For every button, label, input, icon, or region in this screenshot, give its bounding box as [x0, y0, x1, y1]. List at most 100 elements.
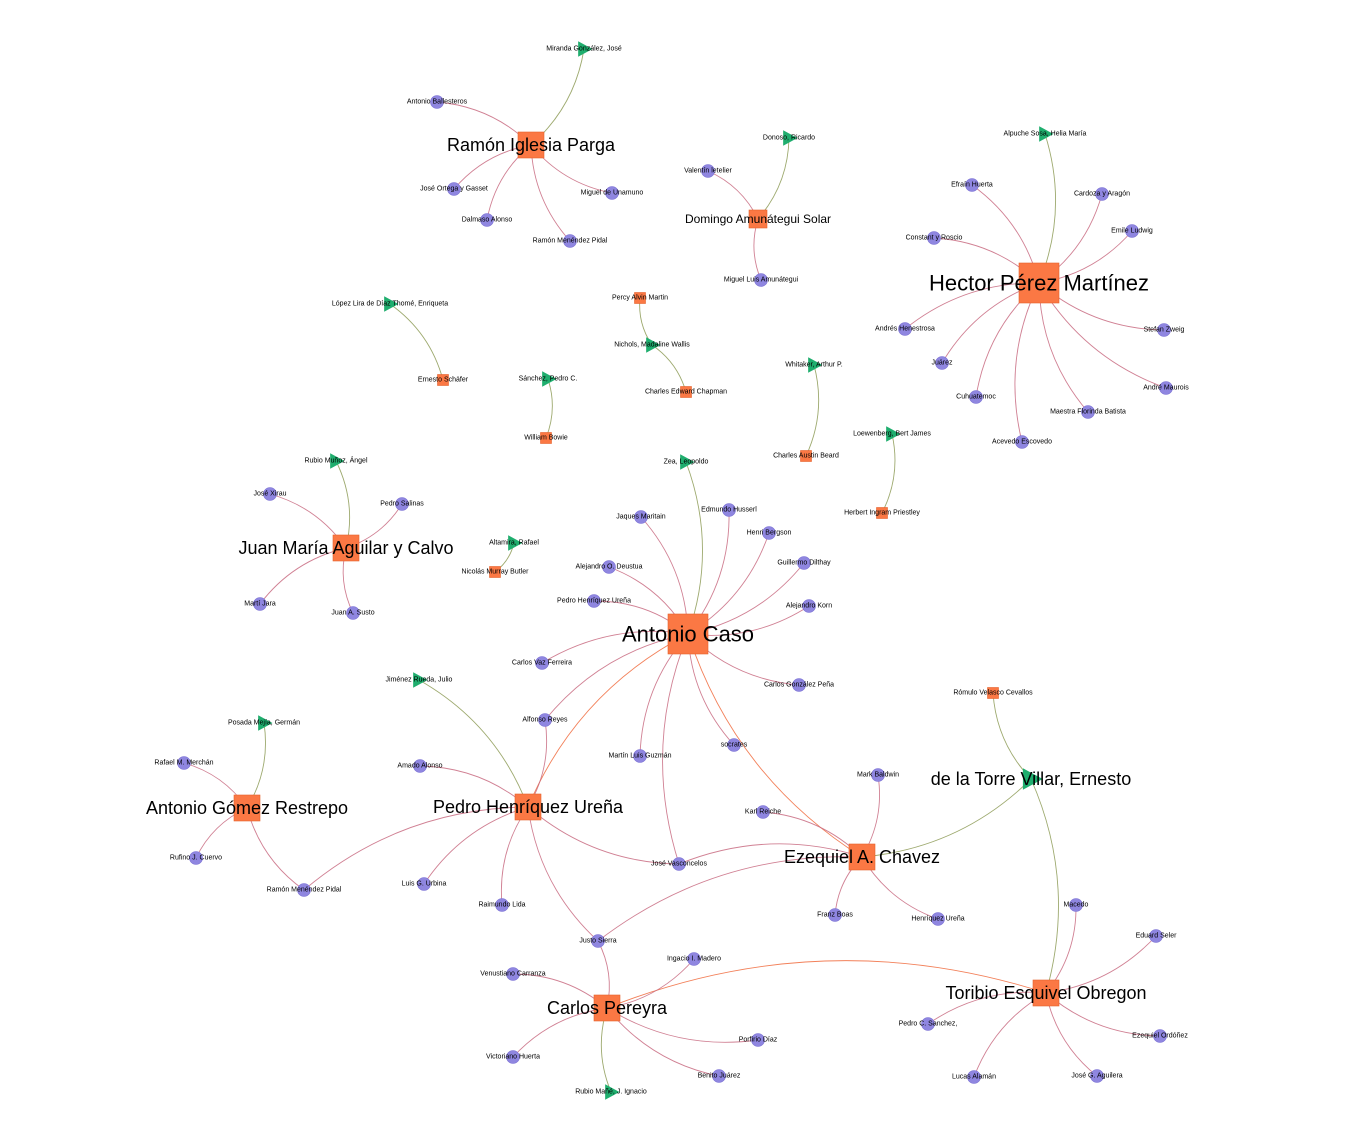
author-node-william-bowie[interactable] — [540, 432, 552, 444]
person-node-constant-y-roscio[interactable] — [927, 231, 941, 245]
person-node-martin-luis-guzman[interactable] — [633, 749, 647, 763]
node-label-acevedo-escovedo: Acevedo Escovedo — [992, 439, 1052, 446]
person-node-ramon-menendez-pidal[interactable] — [297, 883, 311, 897]
person-node-valentin-letelier[interactable] — [701, 164, 715, 178]
person-node-amado-alonso[interactable] — [413, 759, 427, 773]
author-node-ernesto-schafer[interactable] — [437, 374, 449, 386]
person-node-rufino-j-cuervo[interactable] — [189, 851, 203, 865]
person-node-eduard-seler[interactable] — [1149, 929, 1163, 943]
author-node-ramon-iglesia-parga[interactable] — [517, 131, 545, 159]
person-node-juarez[interactable] — [935, 356, 949, 370]
node-label-ingacio-i-madero: Ingacio I. Madero — [667, 956, 721, 963]
person-node-efrain-huerta[interactable] — [965, 178, 979, 192]
person-node-maestra-florinda-batista[interactable] — [1081, 405, 1095, 419]
translator-node-alpuche-sosa-helia-maria[interactable] — [1039, 126, 1054, 142]
translator-node-rubio-mane-j-ignacio[interactable] — [605, 1084, 620, 1100]
person-node-henriquez-urena[interactable] — [931, 912, 945, 926]
person-node-ezequiel-ordonez[interactable] — [1153, 1029, 1167, 1043]
person-node-victoriano-huerta[interactable] — [506, 1050, 520, 1064]
author-node-nicolas-murray-butler[interactable] — [489, 566, 501, 578]
edge-phu-p_jv — [527, 806, 680, 865]
person-node-rafael-m-merchan[interactable] — [177, 756, 191, 770]
author-node-herbert-ingram-priestley[interactable] — [876, 507, 888, 519]
person-node-jose-xirau[interactable] — [263, 487, 277, 501]
person-node-alejandro-o-deustua[interactable] — [602, 560, 616, 574]
person-node-justo-sierra[interactable] — [591, 934, 605, 948]
person-node-ramon-menendez-pidal[interactable] — [563, 234, 577, 248]
translator-node-nichols-madaline-wallis[interactable] — [646, 337, 661, 353]
author-node-antonio-caso[interactable] — [667, 613, 709, 655]
person-node-miguel-luis-amunategui[interactable] — [754, 273, 768, 287]
person-node-carlos-vaz-ferreira[interactable] — [535, 656, 549, 670]
author-node-charles-edward-chapman[interactable] — [680, 386, 692, 398]
translator-node-sanchez-pedro-c[interactable] — [542, 371, 557, 387]
person-node-acevedo-escovedo[interactable] — [1015, 435, 1029, 449]
person-node-jaques-maritain[interactable] — [634, 510, 648, 524]
edge-phu-p_lgu — [423, 806, 529, 885]
person-node-emile-ludwig[interactable] — [1125, 224, 1139, 238]
translator-node-altamira-rafael[interactable] — [508, 535, 523, 551]
author-node-antonio-gomez-restrepo[interactable] — [233, 794, 261, 822]
person-node-cardoza-y-aragon[interactable] — [1095, 187, 1109, 201]
person-node-franz-boas[interactable] — [828, 908, 842, 922]
person-node-pedro-salinas[interactable] — [395, 497, 409, 511]
person-node-guillermo-dilthay[interactable] — [797, 556, 811, 570]
translator-node-lopez-lira-de-diaz-thome-enriqueta[interactable] — [384, 296, 399, 312]
edge-cp-p_bj — [606, 1007, 720, 1077]
node-label-pedro-salinas: Pedro Salinas — [380, 501, 424, 508]
author-node-pedro-henriquez-urena[interactable] — [514, 793, 542, 821]
author-node-juan-maria-aguilar-y-calvo[interactable] — [332, 534, 360, 562]
person-node-ingacio-i-madero[interactable] — [687, 952, 701, 966]
person-node-cuhuatemoc[interactable] — [969, 390, 983, 404]
person-node-raimundo-lida[interactable] — [495, 898, 509, 912]
person-node-porfirio-diaz[interactable] — [751, 1033, 765, 1047]
author-node-percy-alvin-martin[interactable] — [634, 292, 646, 304]
translator-node-whitaker-arthur-p[interactable] — [808, 357, 823, 373]
person-node-marti-jara[interactable] — [253, 597, 267, 611]
author-node-domingo-amunategui-solar[interactable] — [748, 209, 768, 229]
person-node-henri-bergson[interactable] — [762, 526, 776, 540]
person-node-dalmaso-alonso[interactable] — [480, 213, 494, 227]
author-node-carlos-pereyra[interactable] — [593, 994, 621, 1022]
translator-node-de-la-torre-villar-ernesto[interactable] — [1022, 768, 1043, 790]
translator-node-rubio-munoz-angel[interactable] — [330, 453, 345, 469]
translator-node-donoso-ricardo[interactable] — [783, 130, 798, 146]
translator-node-zea-leopoldo[interactable] — [680, 454, 695, 470]
author-node-charles-austin-beard[interactable] — [800, 450, 812, 462]
person-node-juan-a-susto[interactable] — [346, 606, 360, 620]
person-node-socrates[interactable] — [727, 738, 741, 752]
person-node-antonio-ballesteros[interactable] — [430, 95, 444, 109]
author-node-romulo-velasco-cevallos[interactable] — [987, 687, 999, 699]
node-label-dalmaso-alonso: Dalmaso Alonso — [462, 217, 513, 224]
person-node-edmundo-husserl[interactable] — [722, 503, 736, 517]
person-node-mark-baldwin[interactable] — [871, 768, 885, 782]
author-node-toribio-esquivel-obregon[interactable] — [1032, 979, 1060, 1007]
edge-phu-t_jrj — [418, 679, 529, 808]
node-label-luis-g-urbina: Luis G. Urbina — [402, 881, 447, 888]
translator-node-jimenez-rueda-julio[interactable] — [413, 672, 428, 688]
person-node-carlos-gonzalez-pena[interactable] — [792, 678, 806, 692]
person-node-andres-henestrosa[interactable] — [898, 322, 912, 336]
person-node-alfonso-reyes[interactable] — [538, 713, 552, 727]
node-label-alejandro-o-deustua: Alejandro O. Deustua — [576, 564, 643, 571]
translator-node-posada-mejia-german[interactable] — [258, 715, 273, 731]
person-node-macedo[interactable] — [1069, 898, 1083, 912]
person-node-miguel-de-unamuno[interactable] — [605, 186, 619, 200]
translator-node-loewenberg-bert-james[interactable] — [886, 426, 901, 442]
author-node-hector-perez-martinez[interactable] — [1018, 262, 1060, 304]
author-node-ezequiel-a-chavez[interactable] — [848, 843, 876, 871]
person-node-jose-g-aguilera[interactable] — [1090, 1069, 1104, 1083]
translator-node-miranda-gonzalez-jose[interactable] — [578, 41, 593, 57]
person-node-karl-reiche[interactable] — [756, 805, 770, 819]
person-node-lucas-alaman[interactable] — [967, 1070, 981, 1084]
person-node-venustiano-carranza[interactable] — [506, 967, 520, 981]
person-node-pedro-c-sanchez[interactable] — [921, 1017, 935, 1031]
person-node-stefan-zweig[interactable] — [1157, 323, 1171, 337]
person-node-pedro-henriquez-urena[interactable] — [587, 594, 601, 608]
person-node-jose-ortega-y-gasset[interactable] — [447, 182, 461, 196]
person-node-luis-g-urbina[interactable] — [417, 877, 431, 891]
person-node-benito-juarez[interactable] — [712, 1069, 726, 1083]
person-node-andre-maurois[interactable] — [1159, 381, 1173, 395]
person-node-alejandro-korn[interactable] — [802, 599, 816, 613]
person-node-jose-vasconcelos[interactable] — [672, 857, 686, 871]
